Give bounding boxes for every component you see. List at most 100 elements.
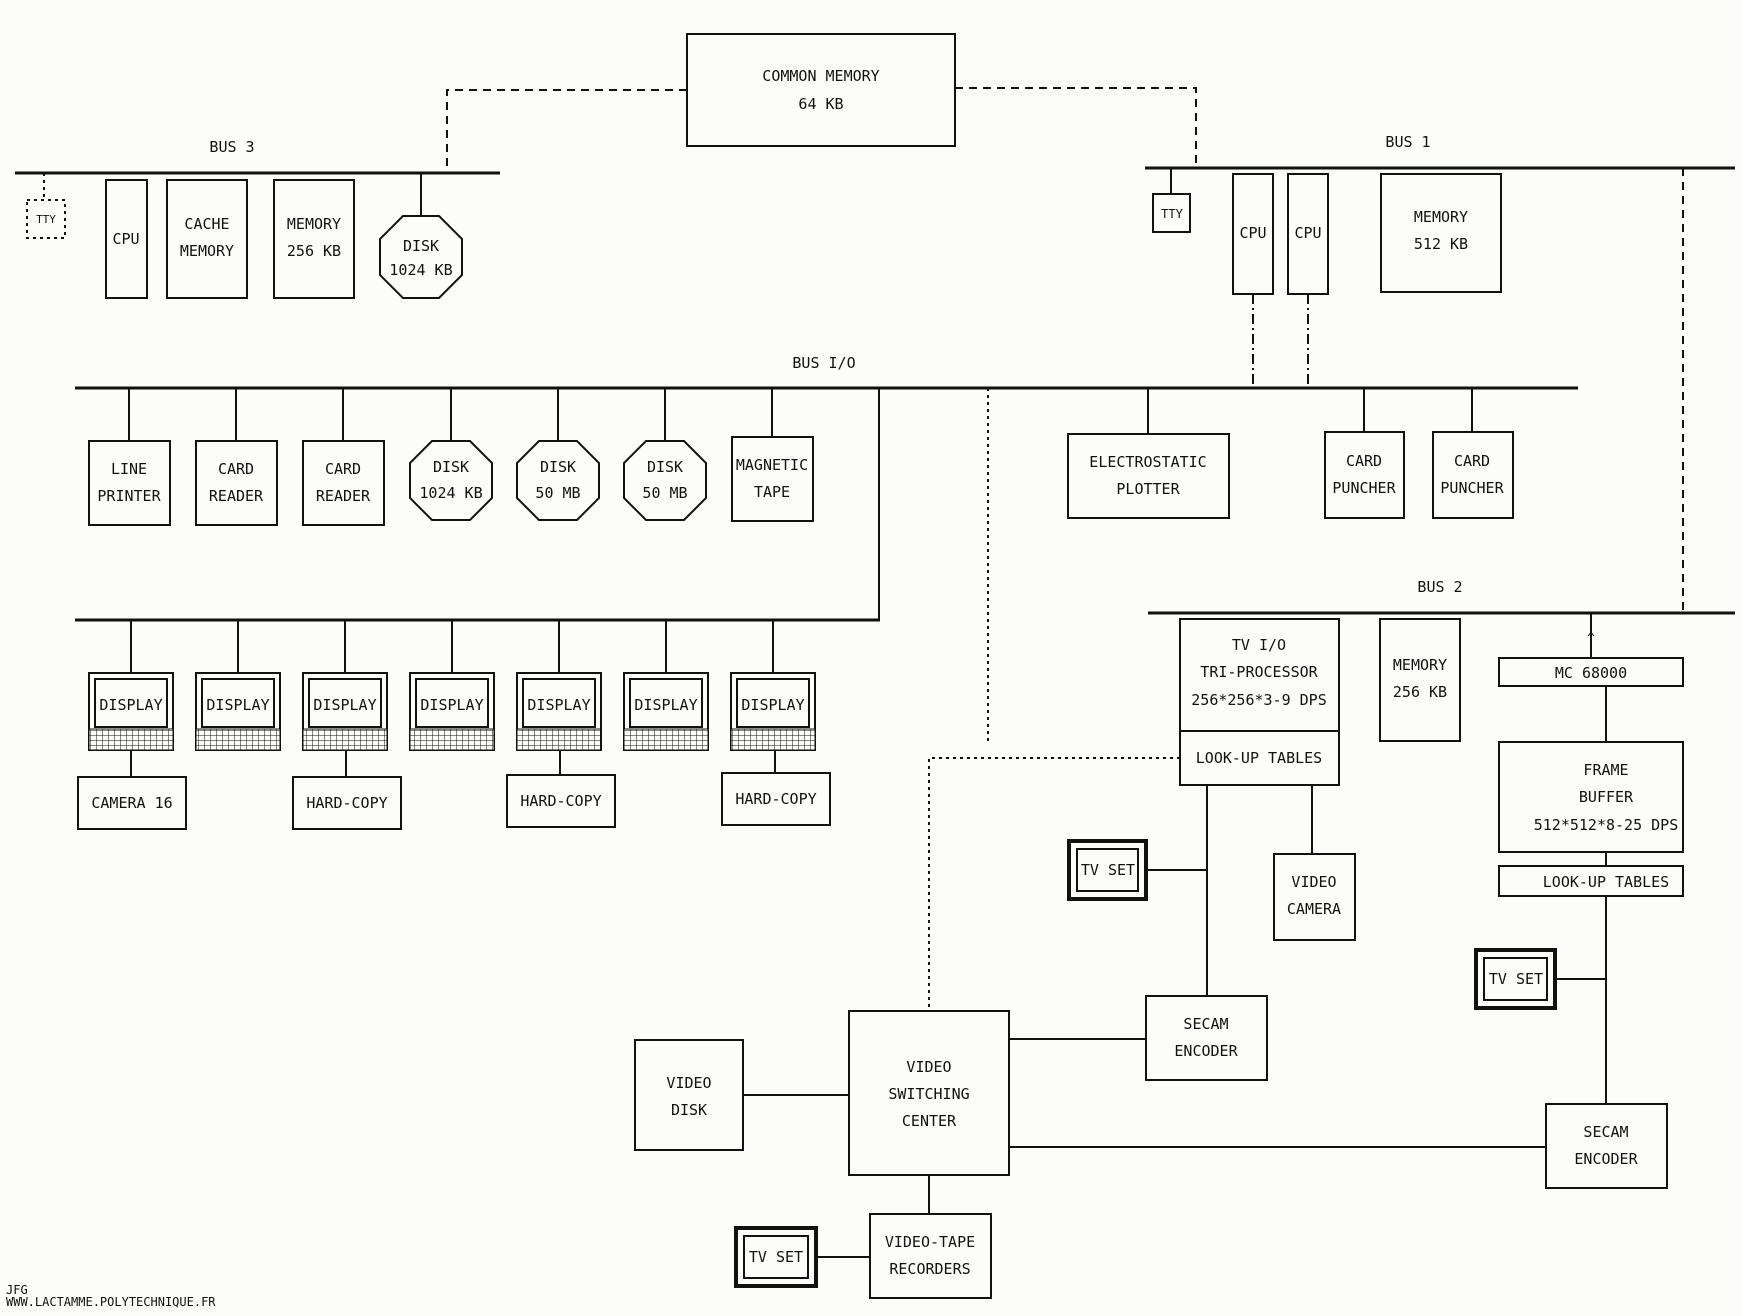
secam-encoder-1: SECAM ENCODER bbox=[1145, 995, 1268, 1081]
svg-text:1024 KB: 1024 KB bbox=[389, 261, 452, 279]
svg-text:DISPLAY: DISPLAY bbox=[634, 696, 697, 714]
svg-text:LOOK-UP TABLES: LOOK-UP TABLES bbox=[1543, 873, 1669, 891]
link-common-bus1 bbox=[955, 87, 1197, 168]
svg-text:TTY: TTY bbox=[1161, 207, 1183, 221]
tv-io-tri-processor: TV I/O TRI-PROCESSOR 256*256*3-9 DPS LOO… bbox=[1179, 618, 1340, 786]
svg-text:VIDEO: VIDEO bbox=[906, 1058, 951, 1076]
io-magnetic-tape: MAGNETIC TAPE bbox=[731, 388, 814, 522]
tv-set-1: TV SET bbox=[1067, 839, 1148, 901]
svg-text:ELECTROSTATIC: ELECTROSTATIC bbox=[1089, 453, 1206, 471]
frame-look-up-tables: LOOK-UP TABLES bbox=[1498, 865, 1684, 897]
io-line-printer: LINE PRINTER bbox=[88, 388, 171, 526]
svg-text:MC 68000: MC 68000 bbox=[1555, 664, 1627, 682]
svg-text:CARD: CARD bbox=[218, 460, 254, 478]
secam-encoder-2: SECAM ENCODER bbox=[1545, 1103, 1668, 1189]
credit: JFG WWW.LACTAMME.POLYTECHNIQUE.FR bbox=[6, 1284, 216, 1308]
svg-text:CPU: CPU bbox=[112, 230, 139, 248]
svg-text:1024 KB: 1024 KB bbox=[419, 484, 482, 502]
svg-text:CAMERA: CAMERA bbox=[1287, 900, 1341, 918]
svg-text:256 KB: 256 KB bbox=[1393, 683, 1447, 701]
display-5: DISPLAY bbox=[516, 620, 602, 751]
io-disk-50mb-2: DISK 50 MB bbox=[623, 388, 707, 521]
svg-text:READER: READER bbox=[209, 487, 264, 505]
svg-text:DISPLAY: DISPLAY bbox=[99, 696, 162, 714]
svg-text:CPU: CPU bbox=[1239, 224, 1266, 242]
mc-68000: ^ MC 68000 bbox=[1498, 613, 1684, 687]
svg-text:256*256*3-9 DPS: 256*256*3-9 DPS bbox=[1191, 691, 1326, 709]
svg-text:TV I/O: TV I/O bbox=[1232, 636, 1286, 654]
svg-text:DISK: DISK bbox=[403, 237, 439, 255]
hard-copy-3: HARD-COPY bbox=[721, 750, 831, 826]
svg-text:RECORDERS: RECORDERS bbox=[889, 1260, 970, 1278]
display-2: DISPLAY bbox=[195, 620, 281, 751]
io-card-reader-1: CARD READER bbox=[195, 388, 278, 526]
video-switching-center: VIDEO SWITCHING CENTER bbox=[848, 1010, 1010, 1176]
svg-text:SECAM: SECAM bbox=[1583, 1123, 1628, 1141]
display-3: DISPLAY bbox=[302, 620, 388, 751]
svg-text:DISK: DISK bbox=[540, 458, 576, 476]
svg-text:DISK: DISK bbox=[433, 458, 469, 476]
video-camera: VIDEO CAMERA bbox=[1273, 853, 1356, 941]
display-7: DISPLAY bbox=[730, 620, 816, 751]
video-tape-recorders: VIDEO-TAPE RECORDERS bbox=[869, 1213, 992, 1299]
bus3-disk: DISK 1024 KB bbox=[379, 173, 463, 299]
svg-text:BUFFER: BUFFER bbox=[1579, 788, 1634, 806]
svg-text:CARD: CARD bbox=[325, 460, 361, 478]
svg-text:MEMORY: MEMORY bbox=[287, 215, 341, 233]
svg-text:HARD-COPY: HARD-COPY bbox=[735, 790, 816, 808]
svg-text:ENCODER: ENCODER bbox=[1574, 1150, 1638, 1168]
credit-url: WWW.LACTAMME.POLYTECHNIQUE.FR bbox=[6, 1295, 216, 1309]
io-card-puncher-1: CARD PUNCHER bbox=[1324, 388, 1405, 519]
svg-text:VIDEO: VIDEO bbox=[666, 1074, 711, 1092]
display-1: DISPLAY bbox=[88, 620, 174, 751]
svg-text:PLOTTER: PLOTTER bbox=[1116, 480, 1180, 498]
svg-text:TV SET: TV SET bbox=[1081, 861, 1135, 879]
link-common-bus3 bbox=[446, 89, 687, 173]
svg-text:CARD: CARD bbox=[1454, 452, 1490, 470]
bus1-tty: TTY bbox=[1152, 168, 1191, 233]
svg-text:MEMORY: MEMORY bbox=[1414, 208, 1468, 226]
tv-set-3: TV SET bbox=[734, 1226, 818, 1288]
svg-text:PRINTER: PRINTER bbox=[97, 487, 161, 505]
svg-text:TV SET: TV SET bbox=[749, 1248, 803, 1266]
svg-text:CPU: CPU bbox=[1294, 224, 1321, 242]
tv-set-2: TV SET bbox=[1474, 948, 1557, 1010]
bus3-cpu: CPU bbox=[105, 179, 148, 299]
bus3-tty: TTY bbox=[26, 173, 66, 239]
bus3-cache-memory: CACHE MEMORY bbox=[166, 179, 248, 299]
svg-text:COMMON MEMORY: COMMON MEMORY bbox=[762, 67, 879, 85]
io-card-reader-2: CARD READER bbox=[302, 388, 385, 526]
bus2-memory: MEMORY 256 KB bbox=[1379, 618, 1461, 742]
svg-text:LINE: LINE bbox=[111, 460, 147, 478]
svg-text:VIDEO: VIDEO bbox=[1291, 873, 1336, 891]
display-4: DISPLAY bbox=[409, 620, 495, 751]
svg-text:DISPLAY: DISPLAY bbox=[741, 696, 804, 714]
svg-text:LOOK-UP TABLES: LOOK-UP TABLES bbox=[1196, 749, 1322, 767]
svg-text:SWITCHING: SWITCHING bbox=[888, 1085, 969, 1103]
svg-text:HARD-COPY: HARD-COPY bbox=[306, 794, 387, 812]
svg-text:DISPLAY: DISPLAY bbox=[313, 696, 376, 714]
svg-text:TV SET: TV SET bbox=[1489, 970, 1543, 988]
svg-text:VIDEO-TAPE: VIDEO-TAPE bbox=[885, 1233, 975, 1251]
bus1-cpu-2: CPU bbox=[1287, 173, 1329, 295]
common-memory-box: COMMON MEMORY 64 KB bbox=[686, 33, 956, 147]
bus-1-label: BUS 1 bbox=[1385, 133, 1430, 151]
svg-text:MEMORY: MEMORY bbox=[1393, 656, 1447, 674]
svg-text:DISPLAY: DISPLAY bbox=[527, 696, 590, 714]
svg-text:DISPLAY: DISPLAY bbox=[420, 696, 483, 714]
bus1-memory: MEMORY 512 KB bbox=[1380, 173, 1502, 293]
video-disk: VIDEO DISK bbox=[634, 1039, 744, 1151]
io-disk-50mb-1: DISK 50 MB bbox=[516, 388, 600, 521]
svg-text:512*512*8-25 DPS: 512*512*8-25 DPS bbox=[1534, 816, 1679, 834]
credit-initials: JFG bbox=[6, 1283, 28, 1297]
hard-copy-2: HARD-COPY bbox=[506, 750, 616, 828]
io-electrostatic-plotter: ELECTROSTATIC PLOTTER bbox=[1067, 388, 1230, 519]
svg-text:DISPLAY: DISPLAY bbox=[206, 696, 269, 714]
svg-text:50 MB: 50 MB bbox=[535, 484, 580, 502]
svg-text:DISK: DISK bbox=[671, 1101, 707, 1119]
bus-2-label: BUS 2 bbox=[1417, 578, 1462, 596]
display-6: DISPLAY bbox=[623, 620, 709, 751]
svg-text:CACHE: CACHE bbox=[184, 215, 229, 233]
svg-text:MAGNETIC: MAGNETIC bbox=[736, 456, 808, 474]
